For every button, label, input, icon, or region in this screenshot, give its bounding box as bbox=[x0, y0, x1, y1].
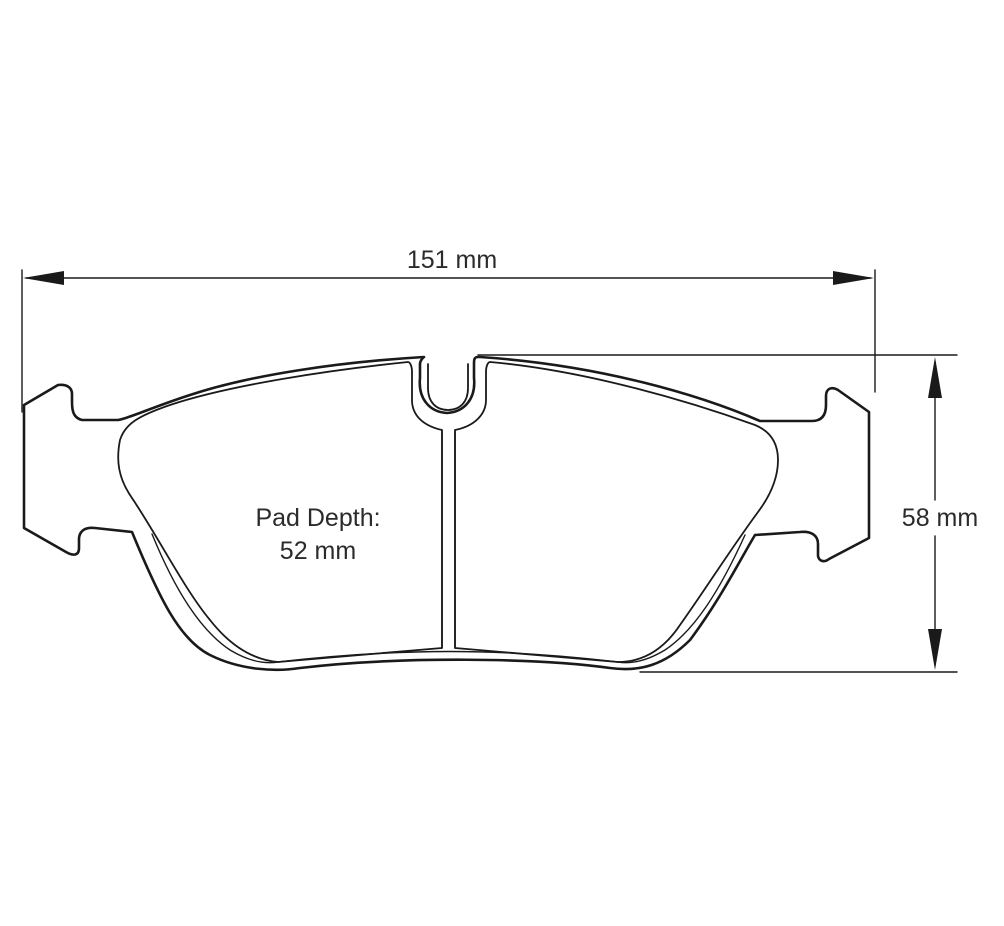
center-clip bbox=[427, 363, 469, 411]
pad-depth-title: Pad Depth: bbox=[255, 504, 380, 532]
pad-depth-label: Pad Depth: 52 mm bbox=[255, 504, 380, 565]
height-arrow-bottom bbox=[928, 629, 942, 670]
width-label: 151 mm bbox=[407, 246, 497, 274]
width-dimension: 151 mm bbox=[21, 246, 876, 413]
lower-chamfer-right bbox=[617, 534, 746, 664]
width-arrow-right bbox=[833, 271, 874, 285]
height-arrow-top bbox=[928, 357, 942, 398]
lower-chamfer-left bbox=[151, 533, 279, 664]
lower-edge-inner bbox=[277, 650, 619, 663]
friction-pad-left bbox=[117, 361, 443, 663]
friction-pad-right bbox=[454, 361, 779, 663]
backing-plate-outline bbox=[22, 355, 871, 672]
width-arrow-left bbox=[23, 271, 64, 285]
height-label: 58 mm bbox=[902, 504, 978, 532]
pad-depth-value: 52 mm bbox=[280, 537, 356, 565]
height-dimension: 58 mm bbox=[477, 354, 978, 673]
